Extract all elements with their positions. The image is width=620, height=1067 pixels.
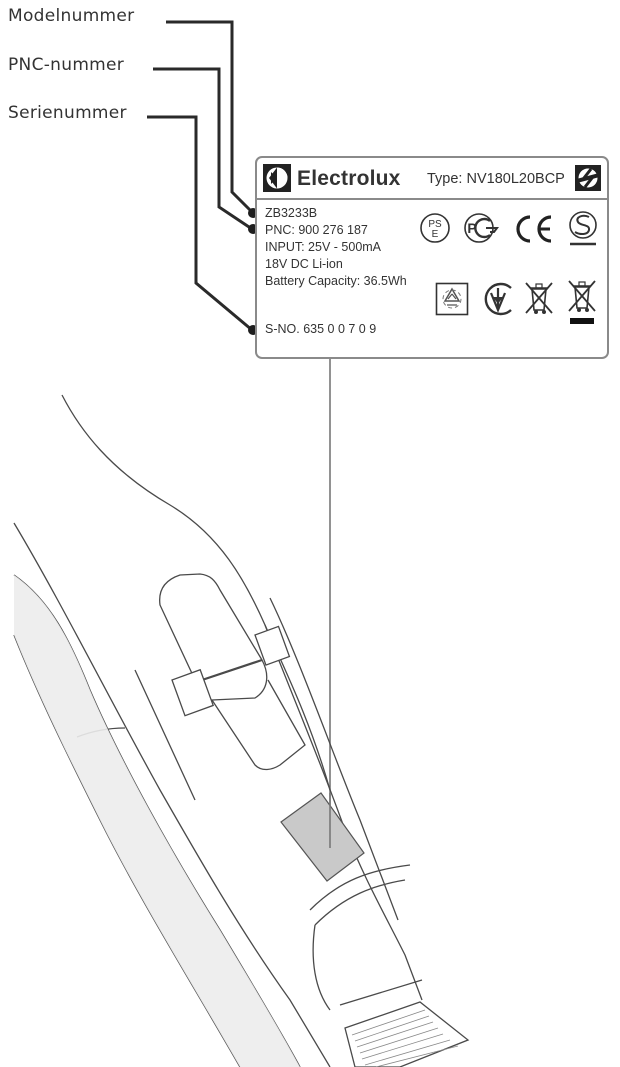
electrolux-logo-icon (263, 164, 291, 192)
input-rating: INPUT: 25V - 500mA (265, 240, 382, 254)
weee-bin-bar-icon (568, 280, 596, 324)
pnc-number: PNC: 900 276 187 (265, 223, 368, 237)
callout-pnc-label: PNC-nummer (8, 55, 125, 75)
battery-capacity: Battery Capacity: 36.5Wh (265, 274, 407, 288)
type-number: Type: NV180L20BCP (427, 171, 565, 187)
model-number: ZB3233B (265, 206, 318, 220)
rating-plate-location (280, 792, 365, 882)
recycle-mark-icon (435, 282, 469, 316)
nozzle-ribs (351, 1009, 459, 1067)
s-mark-icon (569, 211, 597, 246)
battery-type: 18V DC Li-ion (265, 257, 343, 271)
callout-serial-number-label: Serienummer (8, 103, 127, 123)
brand-name: Electrolux (297, 167, 401, 190)
svg-text:PS: PS (428, 219, 442, 230)
callout-model-number-label: Modelnummer (8, 6, 135, 26)
rating-plate: Electrolux Type: NV180L20BCP ZB3233B PNC… (255, 156, 609, 359)
serial-number: S-NO. 635 0 0 7 0 9 (265, 322, 377, 336)
class-ii-lightning-icon (575, 165, 601, 191)
pse-mark-icon: PS E (420, 213, 450, 243)
callout-leader-lines (147, 20, 254, 332)
svg-text:E: E (432, 229, 439, 240)
vacuum-body (13, 394, 470, 1067)
rating-plate-header: Electrolux Type: NV180L20BCP (257, 158, 607, 200)
ukrsepro-mark-icon (484, 282, 512, 316)
weee-bin-icon (525, 282, 553, 314)
ce-mark-icon (516, 215, 552, 243)
gost-pct-mark-icon: P (464, 213, 499, 243)
svg-text:P: P (467, 220, 476, 236)
